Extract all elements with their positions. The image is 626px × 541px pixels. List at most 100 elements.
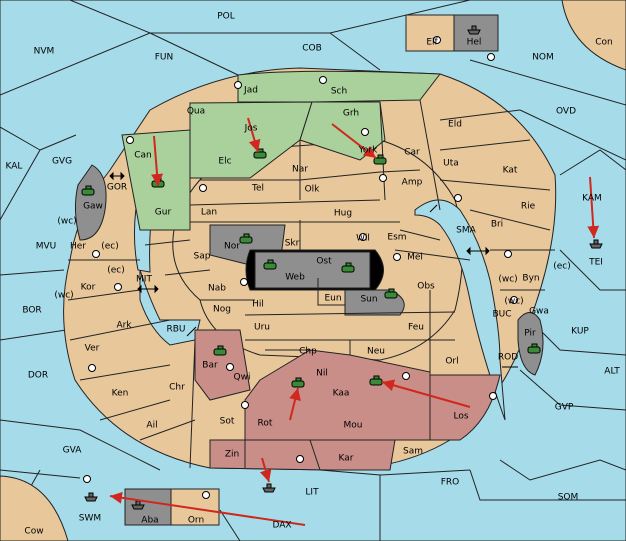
sea-label-gvg: GVG <box>52 157 72 167</box>
elf-region[interactable] <box>405 14 455 52</box>
land-label-elf: Elf <box>426 38 438 48</box>
pir-region[interactable] <box>517 312 544 376</box>
sma-channel[interactable] <box>414 199 506 421</box>
army-icon <box>213 345 227 356</box>
army-icon <box>253 148 267 159</box>
sea-label-mit: MIT <box>136 275 152 285</box>
land-label-orn: Orn <box>188 516 204 526</box>
sea-label-pol: POL <box>217 12 235 22</box>
sea-label-con: Con <box>595 38 613 48</box>
land-label-tel: Tel <box>251 184 264 194</box>
land-label-qua: Qua <box>187 107 205 117</box>
land-label-kor: Kor <box>81 283 96 293</box>
land-label-bar: Bar <box>202 361 218 371</box>
sea-label-kal: KAL <box>6 162 23 172</box>
sea-label-buc: BUC <box>492 310 511 320</box>
sea-label-rbu: RBU <box>166 325 185 335</box>
land-label-los: Los <box>453 412 468 422</box>
land-label-uru: Uru <box>254 323 270 333</box>
land-label-ver: Ver <box>85 344 100 354</box>
land-label-jos: Jos <box>244 124 258 134</box>
sea-label-sma: SMA <box>456 226 476 236</box>
land-label-ost: Ost <box>316 257 332 267</box>
supply-centers <box>83 36 518 499</box>
land-label-hug: Hug <box>334 209 352 219</box>
sea-label-rod: ROD <box>498 353 518 363</box>
land-label-kar: Kar <box>339 454 354 464</box>
los-region[interactable] <box>429 374 501 441</box>
army-icon <box>81 185 95 196</box>
land-label-sch: Sch <box>331 87 347 97</box>
sea-label-lit: LIT <box>305 488 319 498</box>
sea-label-ovd: OVD <box>556 107 576 117</box>
sea-label-dor: DOR <box>28 371 48 381</box>
sea-label-bor: BOR <box>22 306 41 316</box>
sea-label-dax: DAX <box>272 521 291 531</box>
sea-label-som: SOM <box>558 493 579 503</box>
army-icon <box>373 154 387 165</box>
fleet-icon <box>84 492 98 502</box>
army-icon <box>291 377 305 388</box>
land-label-elc: Elc <box>218 157 231 167</box>
web-ost-region[interactable] <box>254 251 371 289</box>
land-label-ark: Ark <box>116 321 132 331</box>
land-label-bri: Bri <box>491 220 503 230</box>
land-label-byn: Byn <box>522 274 539 284</box>
land-label-chr: Chr <box>169 383 185 393</box>
sea-label-nvm: NVM <box>34 47 55 57</box>
sea-label-swm: SWM <box>79 514 101 524</box>
land-label-nil: Nil <box>316 369 328 379</box>
land-label-uta: Uta <box>443 159 459 169</box>
sea-label-fun: FUN <box>155 53 174 63</box>
land-label-ail: Ail <box>146 421 157 431</box>
land-label-wc: (wc) <box>54 291 73 301</box>
land-label-york: York <box>358 146 379 156</box>
land-label-qwi: Qwi <box>234 373 251 383</box>
sea-label-mvu: MVU <box>36 242 57 252</box>
fleet-icon <box>589 239 603 249</box>
land-label-ec: (ec) <box>101 242 119 252</box>
land-label-eun: Eun <box>324 294 341 304</box>
land-label-wc: (wc) <box>57 217 76 227</box>
land-label-ec: (ec) <box>553 262 571 272</box>
land-label-wc: (wc) <box>498 275 517 285</box>
land-label-pir: Pir <box>524 329 536 339</box>
land-label-esm: Esm <box>387 233 406 243</box>
land-label-nar: Nar <box>292 165 308 175</box>
land-label-nab: Nab <box>208 284 226 294</box>
bar-region[interactable] <box>194 329 251 401</box>
land-label-mel: Mel <box>407 253 423 263</box>
fleet-icon <box>262 483 276 493</box>
sea-label-kup: KUP <box>571 327 589 337</box>
land-label-car: Car <box>404 148 420 158</box>
army-icon <box>263 259 277 270</box>
land-label-web: Web <box>285 273 305 283</box>
land-label-lan: Lan <box>201 208 217 218</box>
land-label-hil: Hil <box>252 300 264 310</box>
sea-label-cob: COB <box>302 44 322 54</box>
land-label-can: Can <box>134 151 152 161</box>
zin-kar-region[interactable] <box>209 439 396 471</box>
land-label-sot: Sot <box>220 417 235 427</box>
land-label-sun: Sun <box>360 295 377 305</box>
land-label-obs: Obs <box>417 282 435 292</box>
army-icon <box>527 343 541 354</box>
land-label-gor: GOR <box>107 183 127 193</box>
land-label-olk: Olk <box>305 185 321 195</box>
land-label-rot: Rot <box>258 419 273 429</box>
land-label-kaa: Kaa <box>333 389 350 399</box>
sea-label-kam: KAM <box>582 194 602 204</box>
land-label-kat: Kat <box>503 166 518 176</box>
jad-sch-region[interactable] <box>237 70 441 103</box>
land-label-ec: (ec) <box>107 266 125 276</box>
land-label-mou: Mou <box>344 421 363 431</box>
army-icon <box>341 262 355 273</box>
land-label-rie: Rie <box>521 202 536 212</box>
sea-label-nom: NOM <box>532 53 554 63</box>
land-label-orl: Orl <box>445 357 458 367</box>
land-label-wc: (wc) <box>504 297 523 307</box>
gaw-region[interactable] <box>74 164 107 241</box>
